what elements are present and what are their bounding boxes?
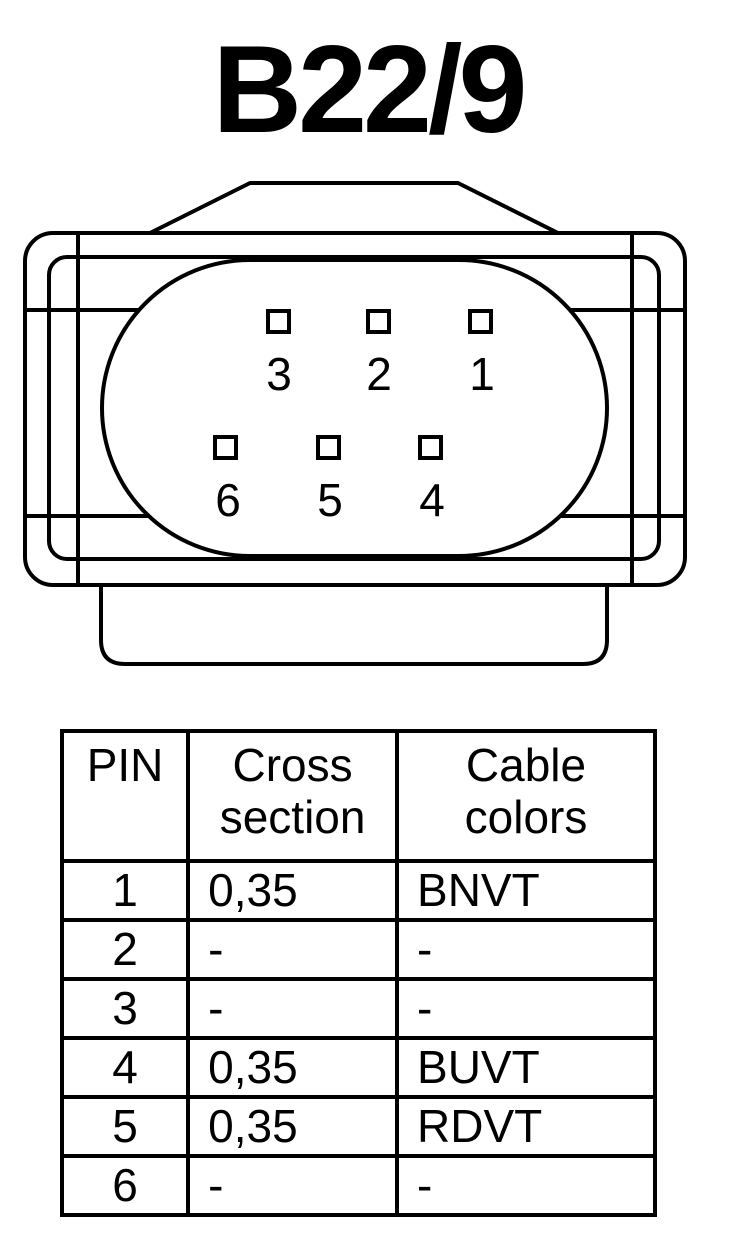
cell-cable-color: RDVT (395, 1095, 657, 1158)
table-row: 2 - - (59, 918, 657, 981)
cell-cable-color: BUVT (395, 1036, 657, 1099)
table-row: 1 0,35 BNVT (59, 859, 657, 922)
cell-cable-color: - (395, 918, 657, 981)
cell-cross-section: - (186, 977, 400, 1040)
pin-5-contact (316, 435, 341, 460)
cell-cross-section: - (186, 1154, 400, 1217)
cell-pin: 3 (59, 977, 191, 1040)
cell-cable-color: - (395, 977, 657, 1040)
header-cross-section-line-1: Cross (232, 739, 353, 791)
pin-5-label: 5 (317, 474, 343, 526)
connector-bottom-skirt (99, 585, 609, 666)
pin-1-contact (468, 309, 493, 334)
pin-2-contact (366, 309, 391, 334)
table-row: 6 - - (59, 1154, 657, 1217)
table-row: 4 0,35 BUVT (59, 1036, 657, 1099)
header-cross-section-line-2: section (219, 791, 366, 843)
cell-cross-section: - (186, 918, 400, 981)
pin-6-contact (213, 435, 238, 460)
connector-face (100, 258, 609, 558)
pin-assignment-table: PIN Cross section Cable colors 1 0,35 BN… (59, 729, 657, 1217)
pin-6-label: 6 (215, 474, 241, 526)
table-header-row: PIN Cross section Cable colors (59, 729, 657, 863)
header-pin: PIN (59, 729, 191, 863)
cell-pin: 2 (59, 918, 191, 981)
cell-cross-section: 0,35 (186, 1095, 400, 1158)
cell-pin: 5 (59, 1095, 191, 1158)
cell-cross-section: 0,35 (186, 1036, 400, 1099)
cell-cable-color: BNVT (395, 859, 657, 922)
connector-outer-housing (23, 231, 687, 587)
table-row: 3 - - (59, 977, 657, 1040)
cell-pin: 1 (59, 859, 191, 922)
pin-3-contact (266, 309, 291, 334)
header-cable-colors: Cable colors (395, 729, 657, 863)
header-cross-section: Cross section (186, 729, 400, 863)
connector-inner-housing (47, 255, 661, 561)
cell-cable-color: - (395, 1154, 657, 1217)
table-row: 5 0,35 RDVT (59, 1095, 657, 1158)
cell-pin: 4 (59, 1036, 191, 1099)
connector-title: B22/9 (212, 21, 528, 159)
header-cable-colors-line-1: Cable (465, 739, 587, 791)
cell-cross-section: 0,35 (186, 859, 400, 922)
pin-4-contact (418, 435, 443, 460)
pin-3-label: 3 (266, 348, 292, 400)
pin-1-label: 1 (469, 348, 495, 400)
header-cable-colors-line-2: colors (464, 791, 588, 843)
pin-2-label: 2 (366, 348, 392, 400)
cell-pin: 6 (59, 1154, 191, 1217)
connector-top-tab (149, 181, 559, 235)
pin-4-label: 4 (419, 474, 445, 526)
connector-diagram: 3 2 1 6 5 4 (23, 181, 687, 666)
